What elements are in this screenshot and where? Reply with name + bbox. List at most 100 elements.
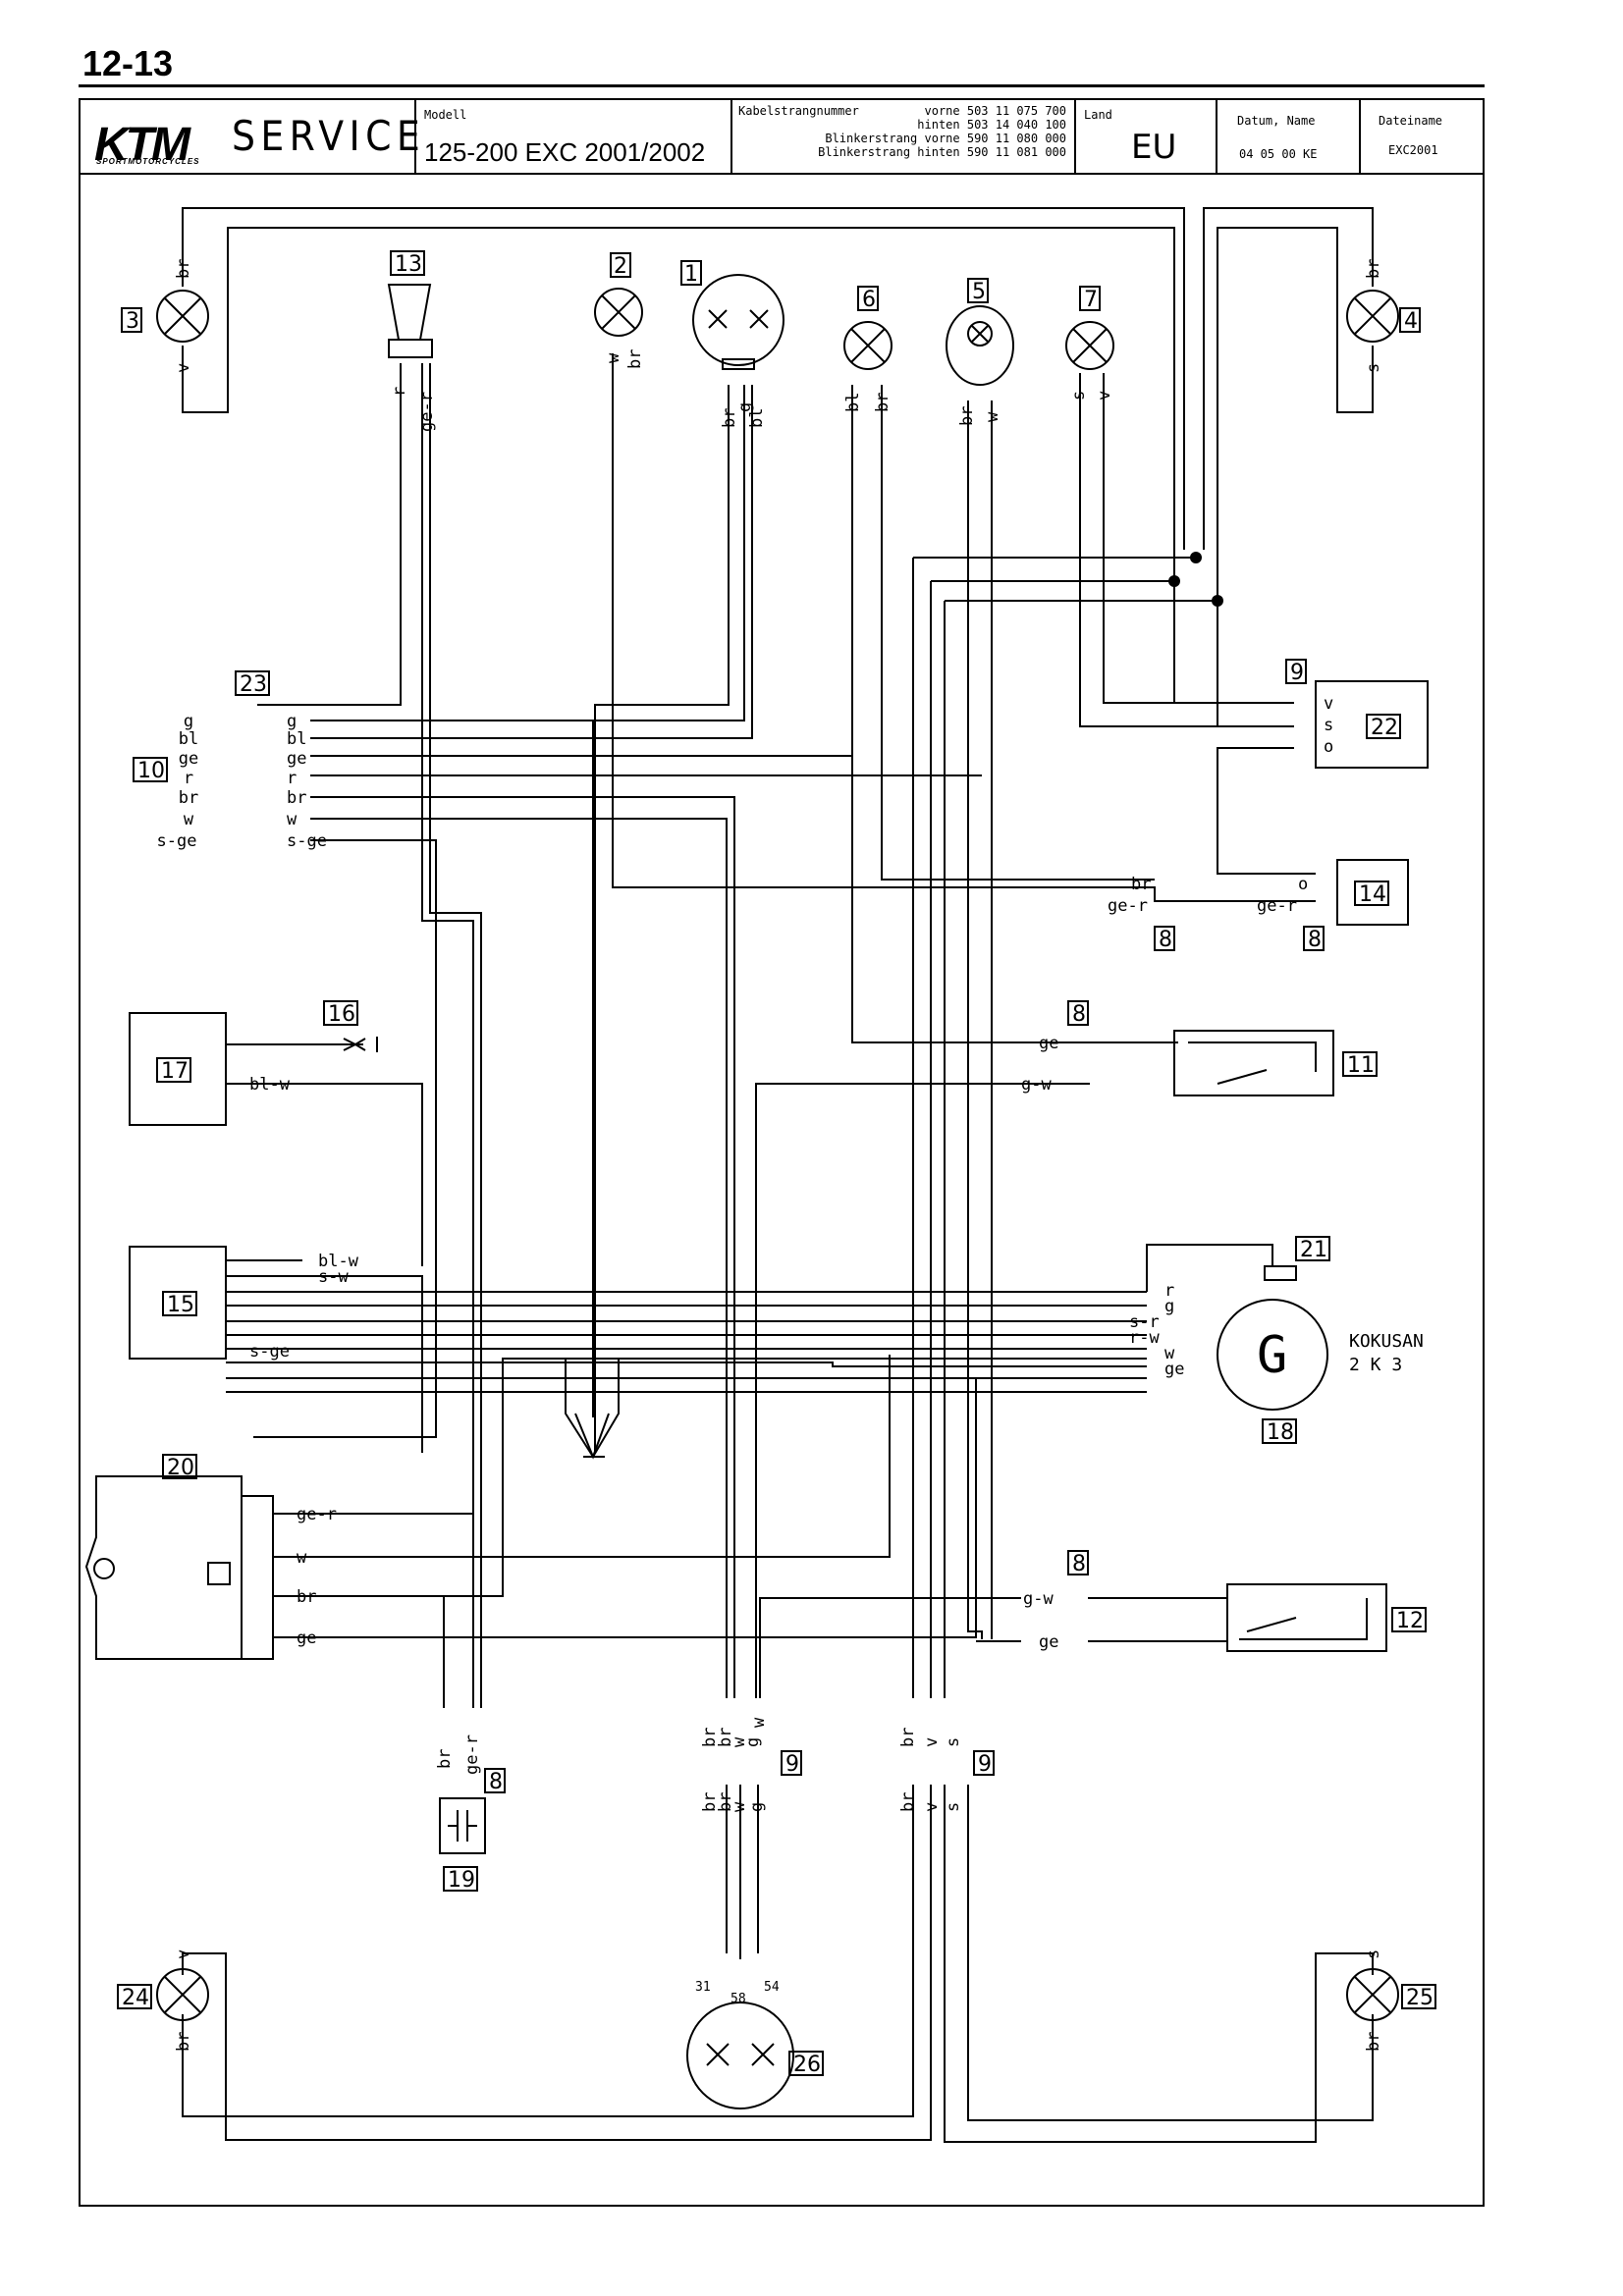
generator-symbol: G bbox=[1257, 1326, 1287, 1385]
harness-row: Blinkerstrang hinten 590 11 081 000 bbox=[818, 145, 1066, 159]
generator-pickup-21 bbox=[1264, 1265, 1297, 1281]
wire-label: bl bbox=[843, 393, 863, 412]
wire bbox=[182, 207, 1185, 550]
horn-13 bbox=[387, 284, 433, 358]
wire-label: s-ge bbox=[157, 831, 197, 851]
wire bbox=[1217, 747, 1316, 875]
label-c8e: 8 bbox=[489, 1770, 503, 1794]
regulator-20 bbox=[84, 1475, 274, 1660]
land-label: Land bbox=[1084, 108, 1112, 122]
label-c26: 26 bbox=[793, 2053, 821, 2077]
wire-label: br bbox=[1364, 259, 1383, 279]
wire bbox=[257, 363, 402, 706]
lamp-5 bbox=[946, 305, 1014, 386]
harness-cell: Kabelstrangnummer vorne 503 11 075 700 h… bbox=[732, 100, 1076, 173]
wire bbox=[1088, 1597, 1227, 1642]
wire-label: br bbox=[898, 1728, 918, 1747]
wire-label: bl-w bbox=[318, 1252, 359, 1271]
wire-label: br bbox=[957, 406, 977, 426]
lamp-4 bbox=[1346, 290, 1399, 343]
label-c13: 13 bbox=[395, 252, 422, 277]
wire-label: w bbox=[730, 1801, 749, 1812]
wire-label: w bbox=[184, 810, 194, 829]
wire bbox=[944, 1785, 1374, 2143]
label-c20: 20 bbox=[167, 1456, 194, 1480]
label-c2: 2 bbox=[614, 254, 627, 279]
lamp-24 bbox=[156, 1968, 209, 2021]
file-label: Dateiname bbox=[1379, 114, 1443, 128]
sensor-17-box bbox=[129, 1012, 227, 1126]
wire-label: r-w bbox=[1129, 1328, 1160, 1348]
page-number: 12-13 bbox=[82, 43, 174, 83]
wire-label: g bbox=[743, 1737, 763, 1747]
wire-label: w bbox=[1164, 1344, 1175, 1363]
wire-label: ge bbox=[1039, 1632, 1058, 1652]
wire-label: br bbox=[297, 1587, 316, 1607]
wire-label: br bbox=[1364, 2032, 1383, 2052]
wire-label: br bbox=[174, 2032, 193, 2052]
wire-label: r bbox=[1164, 1281, 1174, 1301]
top-rule bbox=[79, 84, 1485, 87]
harness-row: hinten 503 14 040 100 bbox=[917, 118, 1066, 132]
wire bbox=[1079, 373, 1294, 727]
label-c24: 24 bbox=[122, 1986, 149, 2010]
gap-16 bbox=[226, 1037, 378, 1052]
wire bbox=[912, 558, 946, 1698]
wire bbox=[226, 1083, 423, 1266]
wire bbox=[226, 1291, 1147, 1322]
wires bbox=[182, 207, 1374, 2143]
wire-label: br bbox=[435, 1749, 455, 1769]
label-c9b: 9 bbox=[785, 1752, 799, 1777]
wire bbox=[967, 1785, 1374, 2121]
label-c9a: 9 bbox=[1290, 661, 1304, 685]
wire bbox=[755, 1041, 1178, 1698]
wire-label: br bbox=[873, 393, 893, 412]
wire-label: bl-w bbox=[249, 1075, 291, 1095]
wire-label: s bbox=[1069, 391, 1089, 400]
wire-label: g bbox=[184, 712, 193, 731]
wire-label: s bbox=[1364, 363, 1383, 373]
wire bbox=[851, 385, 1080, 1043]
wire-label: v bbox=[1095, 391, 1114, 400]
wire-label: bl bbox=[747, 408, 767, 428]
wire-label: v bbox=[174, 1949, 193, 1959]
wire bbox=[182, 227, 1175, 579]
wire-label: br bbox=[179, 788, 198, 808]
brand-subtitle: SPORTMOTORCYCLES bbox=[96, 157, 200, 166]
model-value: 125-200 EXC 2001/2002 bbox=[424, 137, 706, 167]
label-c5: 5 bbox=[972, 280, 986, 304]
switch-22-box bbox=[1315, 680, 1429, 769]
pin-label: 31 bbox=[695, 1980, 711, 1995]
switch-12-contact bbox=[1239, 1598, 1368, 1640]
label-c1: 1 bbox=[684, 262, 698, 287]
wire-label: br bbox=[898, 1792, 918, 1812]
lamp-7 bbox=[1065, 321, 1114, 370]
pin-label: o bbox=[1298, 875, 1308, 894]
pin-label: o bbox=[1324, 737, 1333, 757]
switch-11-contact bbox=[1188, 1041, 1317, 1085]
wire-label: g-w bbox=[1021, 1075, 1052, 1095]
date-label: Datum, Name bbox=[1237, 114, 1316, 128]
wire bbox=[1146, 1244, 1273, 1292]
wire-label: w bbox=[297, 1548, 307, 1568]
wire bbox=[273, 1513, 474, 1708]
label-c6: 6 bbox=[862, 288, 876, 312]
land-value: EU bbox=[1131, 128, 1177, 167]
wire bbox=[273, 1355, 891, 1558]
wire bbox=[310, 385, 745, 721]
wire-label: ge bbox=[297, 1629, 316, 1648]
wire-label: br bbox=[174, 259, 193, 279]
title-block: KTM SPORTMOTORCYCLES SERVICE Modell 125-… bbox=[81, 100, 1483, 175]
junction-dot bbox=[1168, 575, 1180, 587]
wire-label: g bbox=[747, 1802, 767, 1812]
label-c14: 14 bbox=[1359, 882, 1386, 907]
label-c21: 21 bbox=[1300, 1238, 1327, 1262]
pin-label: s bbox=[1324, 716, 1333, 735]
wire-label: br bbox=[700, 1728, 720, 1747]
wire-label: v bbox=[922, 1737, 942, 1747]
label-c12: 12 bbox=[1396, 1609, 1424, 1633]
wire bbox=[421, 363, 474, 1698]
wire-label: g-w bbox=[1023, 1589, 1054, 1609]
generator-type: 2 K 3 bbox=[1349, 1355, 1402, 1375]
